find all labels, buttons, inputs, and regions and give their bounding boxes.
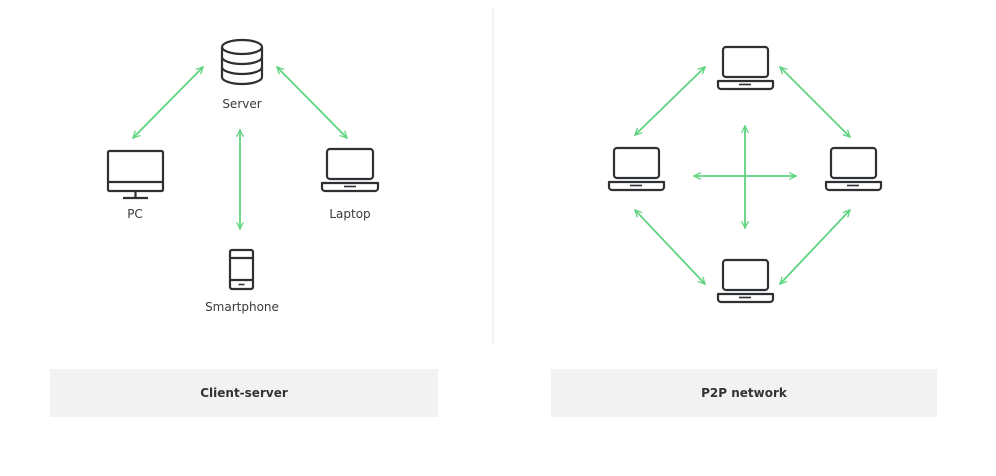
- client-server-caption-text: Client-server: [200, 386, 288, 400]
- arrow-top-right: [779, 66, 851, 138]
- server-label: Server: [222, 97, 261, 111]
- smartphone-icon: [228, 248, 255, 291]
- server-icon: [220, 38, 264, 86]
- p2p-laptop-left-icon: [607, 146, 666, 192]
- p2p-laptop-right-icon: [824, 146, 883, 192]
- pc-icon: [106, 149, 165, 200]
- laptop-icon: [320, 147, 380, 193]
- p2p-caption-text: P2P network: [701, 386, 787, 400]
- smartphone-label: Smartphone: [205, 300, 279, 314]
- arrow-left-bottom: [634, 209, 706, 285]
- pc-label: PC: [127, 207, 143, 221]
- arrow-server-laptop: [276, 66, 348, 139]
- p2p-laptop-top-icon: [716, 45, 775, 91]
- p2p-caption: P2P network: [551, 369, 937, 417]
- client-server-caption: Client-server: [50, 369, 438, 417]
- arrow-right-bottom: [779, 209, 851, 285]
- laptop-label: Laptop: [329, 207, 370, 221]
- p2p-laptop-bottom-icon: [716, 258, 775, 304]
- arrow-server-pc: [132, 66, 204, 139]
- arrow-top-left: [634, 66, 706, 136]
